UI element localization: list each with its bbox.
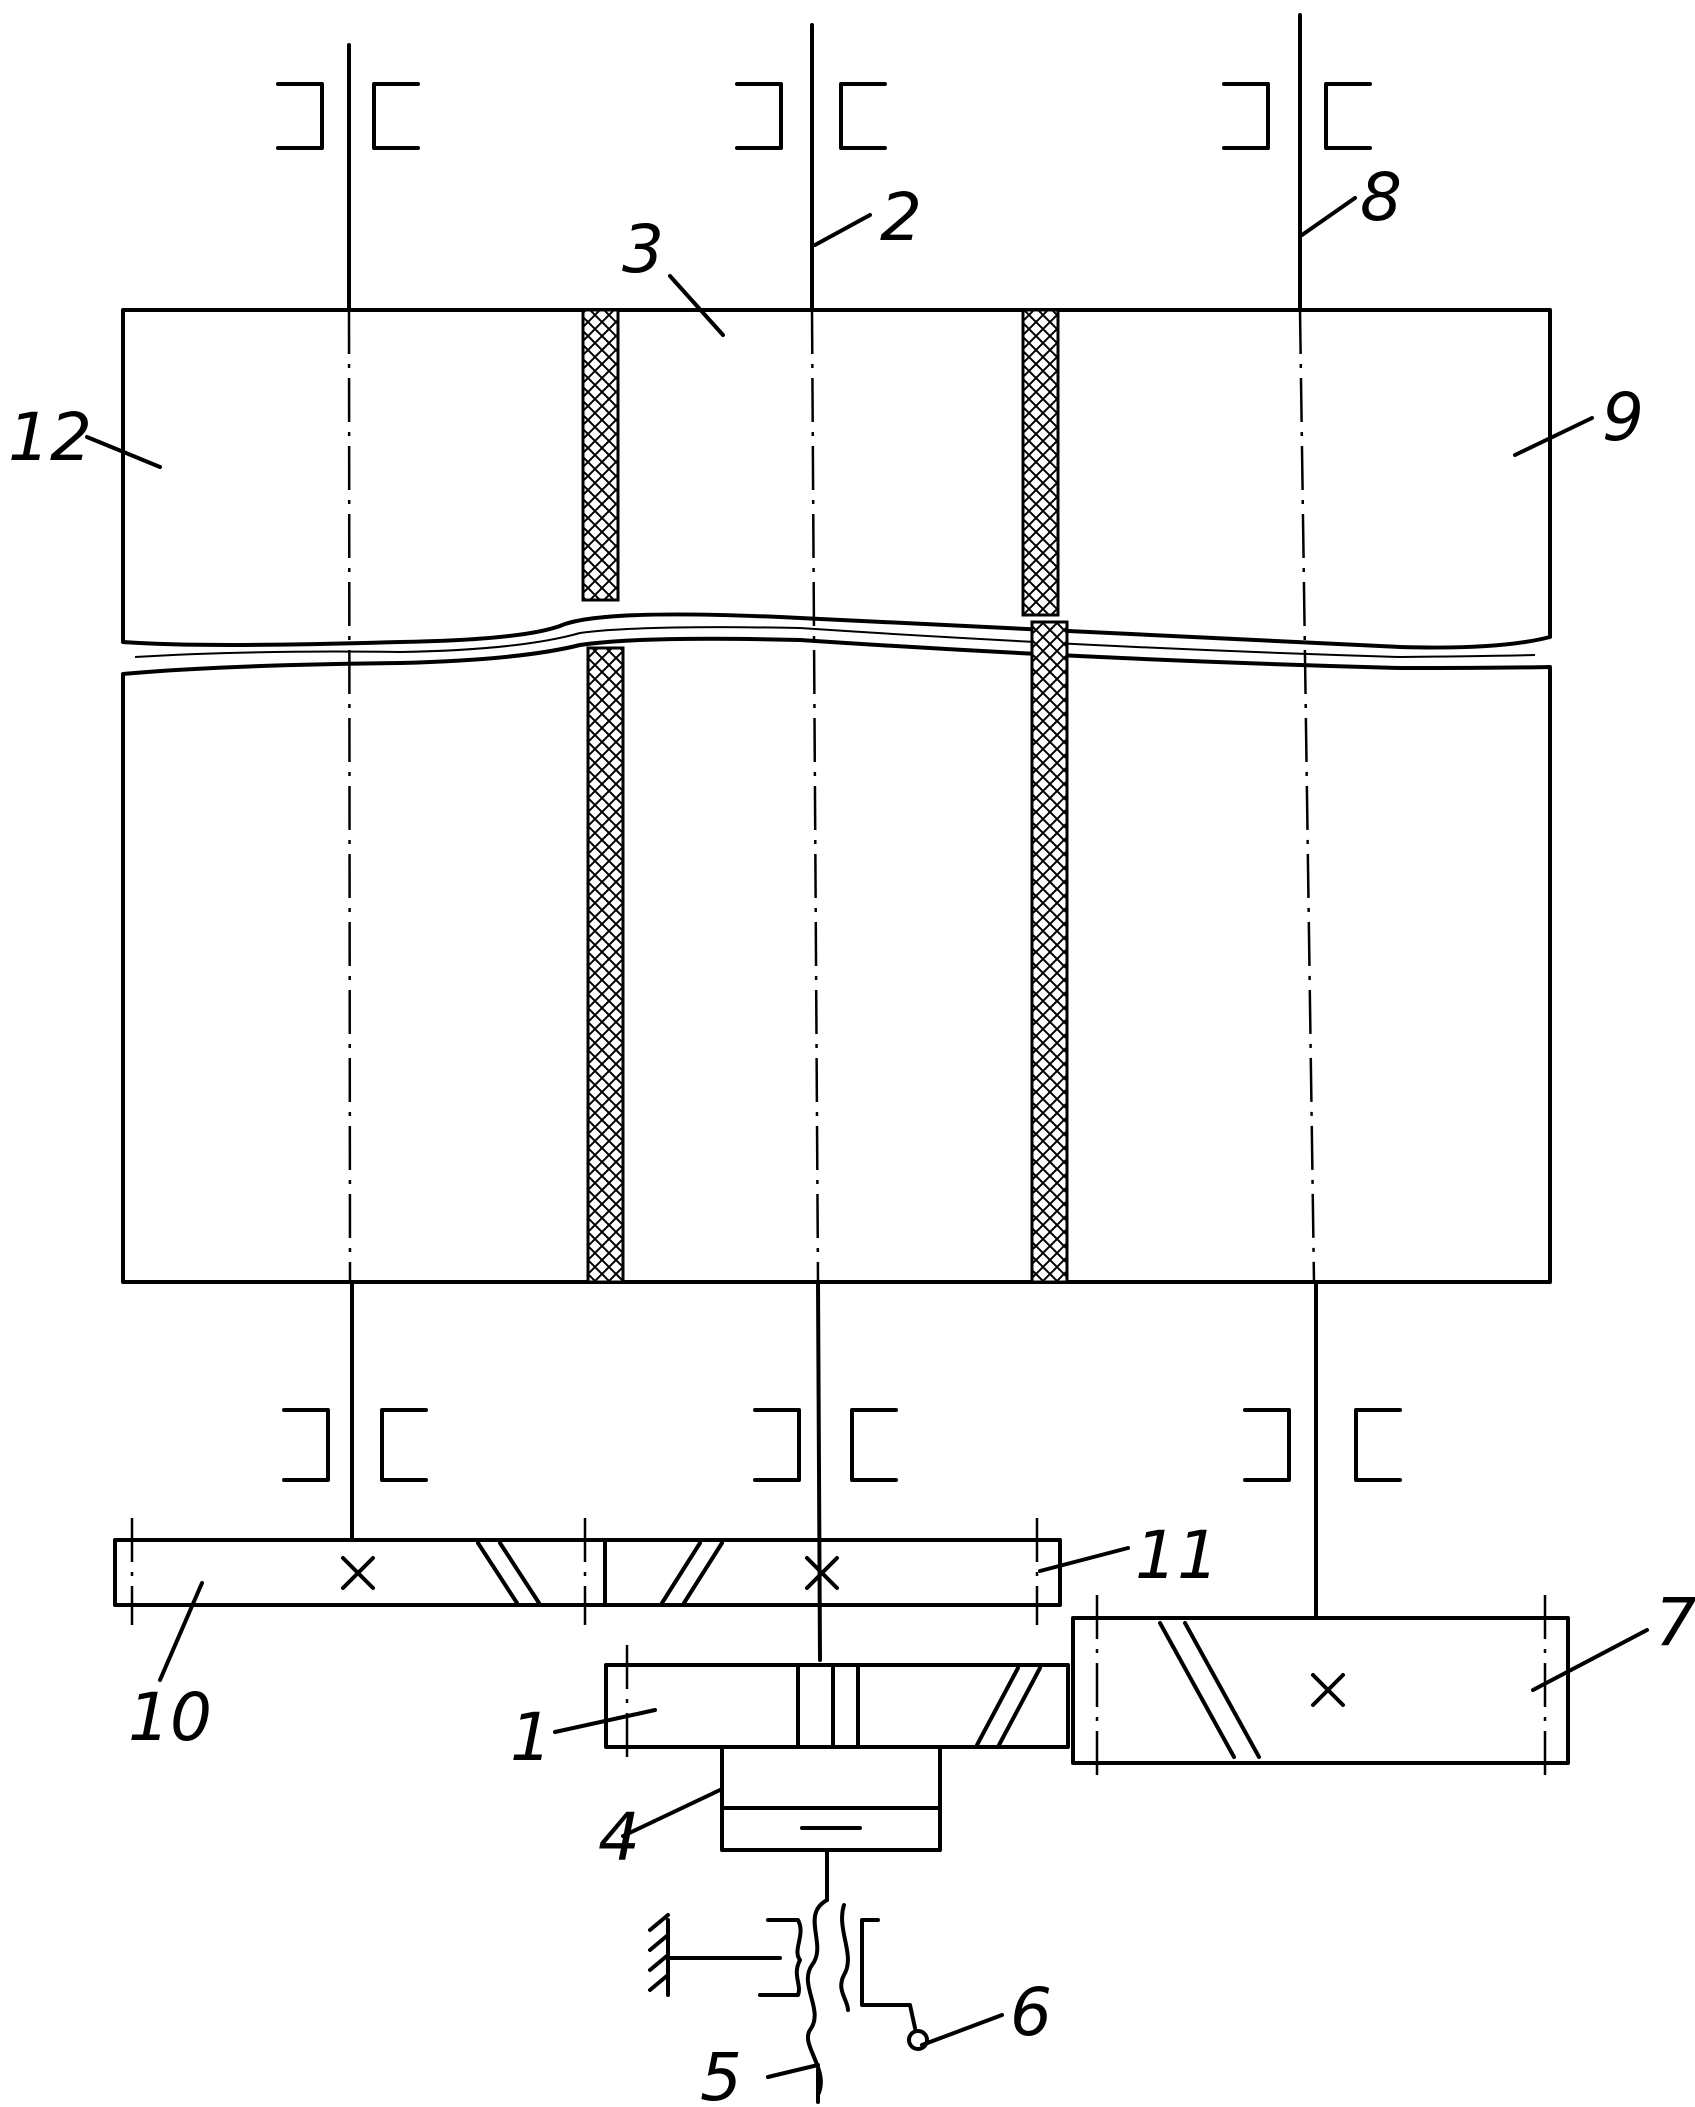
separator-right [1023,310,1067,1282]
label-1: 1 [510,1699,552,1776]
shaft-right [1300,15,1316,1615]
leader-lines [87,198,1647,2077]
ground-symbol [650,1915,780,1995]
label-10: 10 [128,1679,212,1756]
label-9: 9 [1602,379,1644,456]
label-12: 12 [8,399,92,476]
main-body [123,310,1550,1282]
reference-labels: 2 8 3 12 9 11 10 7 1 4 5 6 [8,159,1695,2107]
label-3: 3 [622,211,664,288]
bearing-bottom-left [284,1410,426,1480]
separator-left [583,310,623,1282]
label-2: 2 [880,179,922,256]
label-4: 4 [598,1799,640,1876]
label-6: 6 [1010,1974,1052,2051]
label-7: 7 [1655,1584,1695,1661]
gear-11 [605,1518,1060,1625]
bearing-bottom-center [755,1410,896,1480]
shaft-left [349,45,352,1538]
label-5: 5 [700,2039,742,2107]
label-8: 8 [1360,159,1402,236]
coupling-4 [722,1747,940,1900]
gear-10 [115,1518,605,1625]
bearing-top-right [1224,84,1370,148]
bearing-bottom-right [1245,1410,1400,1480]
label-11: 11 [1135,1517,1219,1594]
shaft-center [812,25,820,1660]
gear-7 [1073,1595,1568,1785]
